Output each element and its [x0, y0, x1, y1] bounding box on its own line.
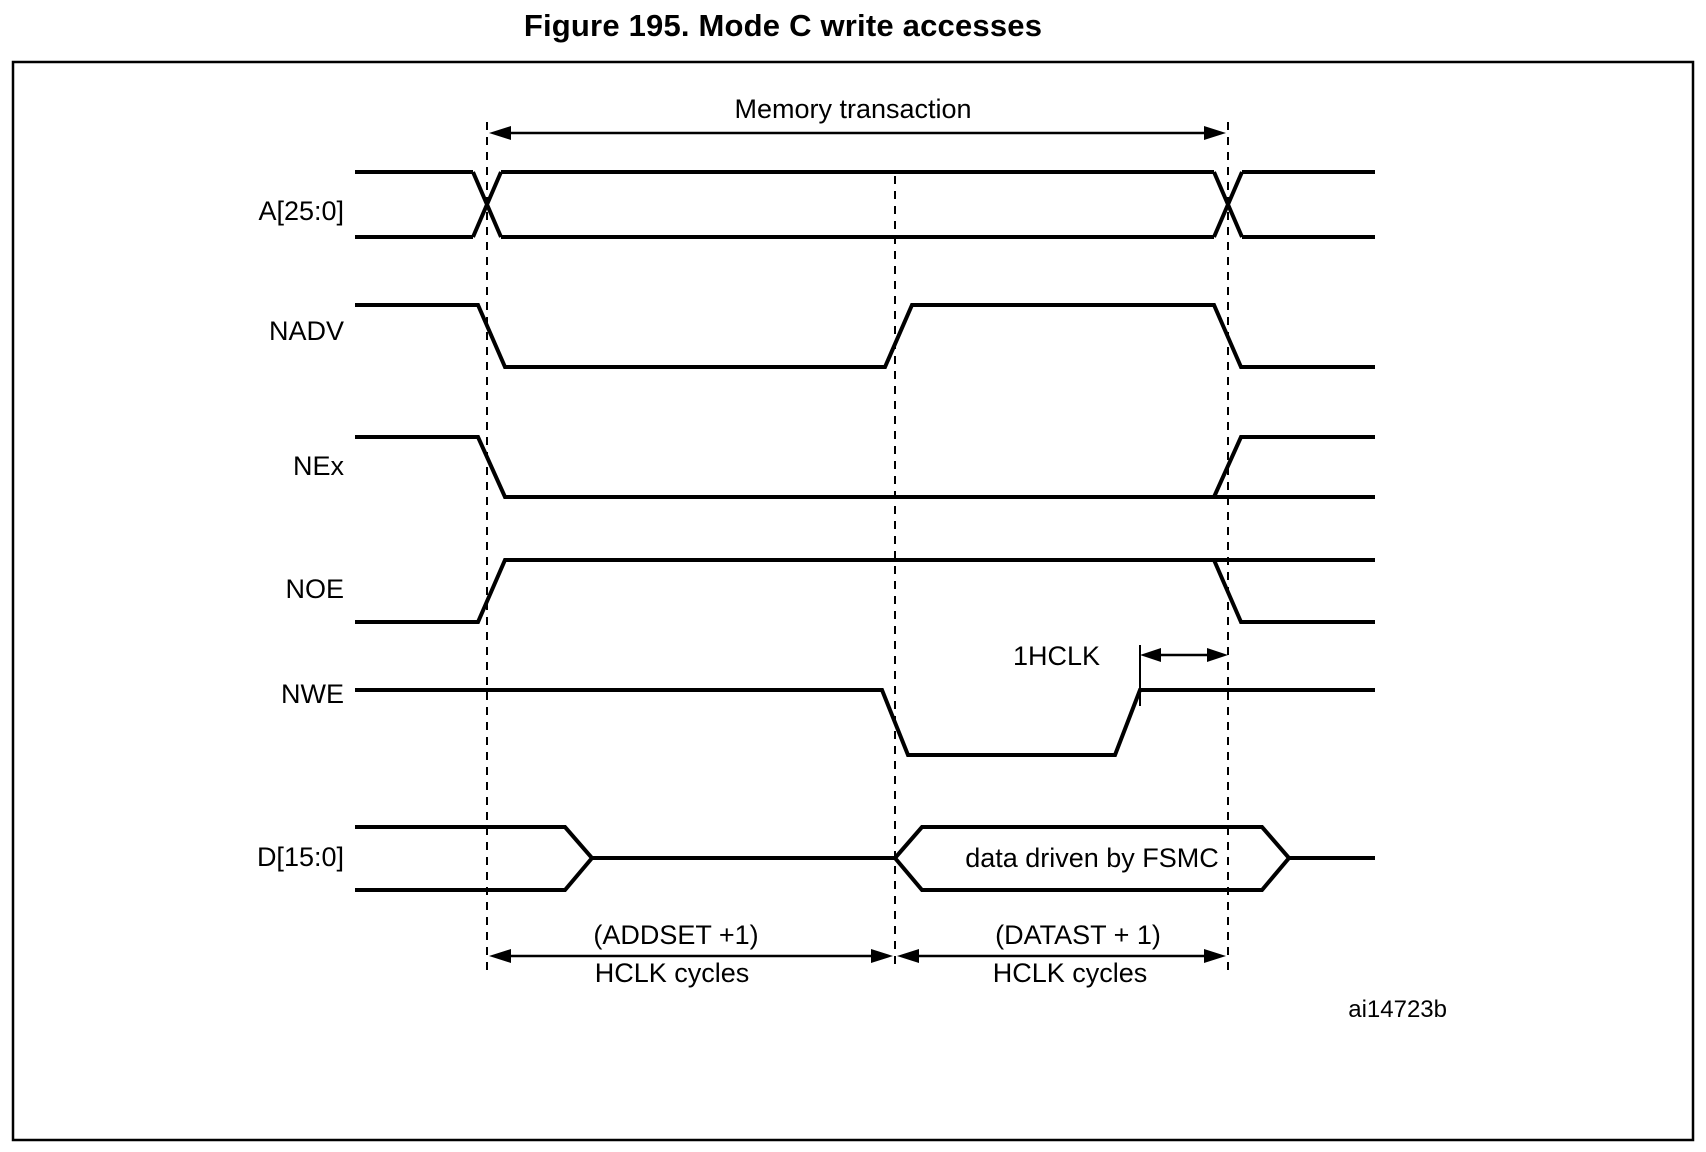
signal-label-nex: NEx: [293, 451, 345, 481]
signal-label-noe: NOE: [285, 574, 344, 604]
memory-transaction-label: Memory transaction: [734, 94, 971, 124]
datast-units-label: HCLK cycles: [993, 958, 1148, 988]
nadv-waveform: [355, 303, 1375, 369]
signal-label-nwe: NWE: [281, 679, 344, 709]
nex-waveform: [355, 435, 1375, 499]
datast-label: (DATAST + 1): [995, 920, 1161, 950]
memory-transaction-arrow: [489, 126, 1226, 140]
signal-label-d15-0: D[15:0]: [257, 842, 344, 872]
a-bus-waveform: [355, 170, 1375, 239]
signal-label-a25-0: A[25:0]: [258, 196, 344, 226]
one-hclk-arrow: [1139, 645, 1228, 706]
figure-code: ai14723b: [1348, 996, 1447, 1023]
nwe-waveform: [355, 688, 1375, 757]
addset-label: (ADDSET +1): [593, 920, 758, 950]
signal-label-nadv: NADV: [269, 316, 344, 346]
one-hclk-label: 1HCLK: [1013, 641, 1100, 671]
d-bus-waveform: [355, 825, 1375, 892]
addset-units-label: HCLK cycles: [595, 958, 750, 988]
data-driven-by-fsmc-label: data driven by FSMC: [965, 843, 1219, 873]
noe-waveform: [355, 558, 1375, 624]
figure-border: [11, 60, 1695, 1142]
datast-arrow: [897, 949, 1226, 963]
figure-title: Figure 195. Mode C write accesses: [523, 8, 1043, 43]
addset-arrow: [489, 949, 893, 963]
